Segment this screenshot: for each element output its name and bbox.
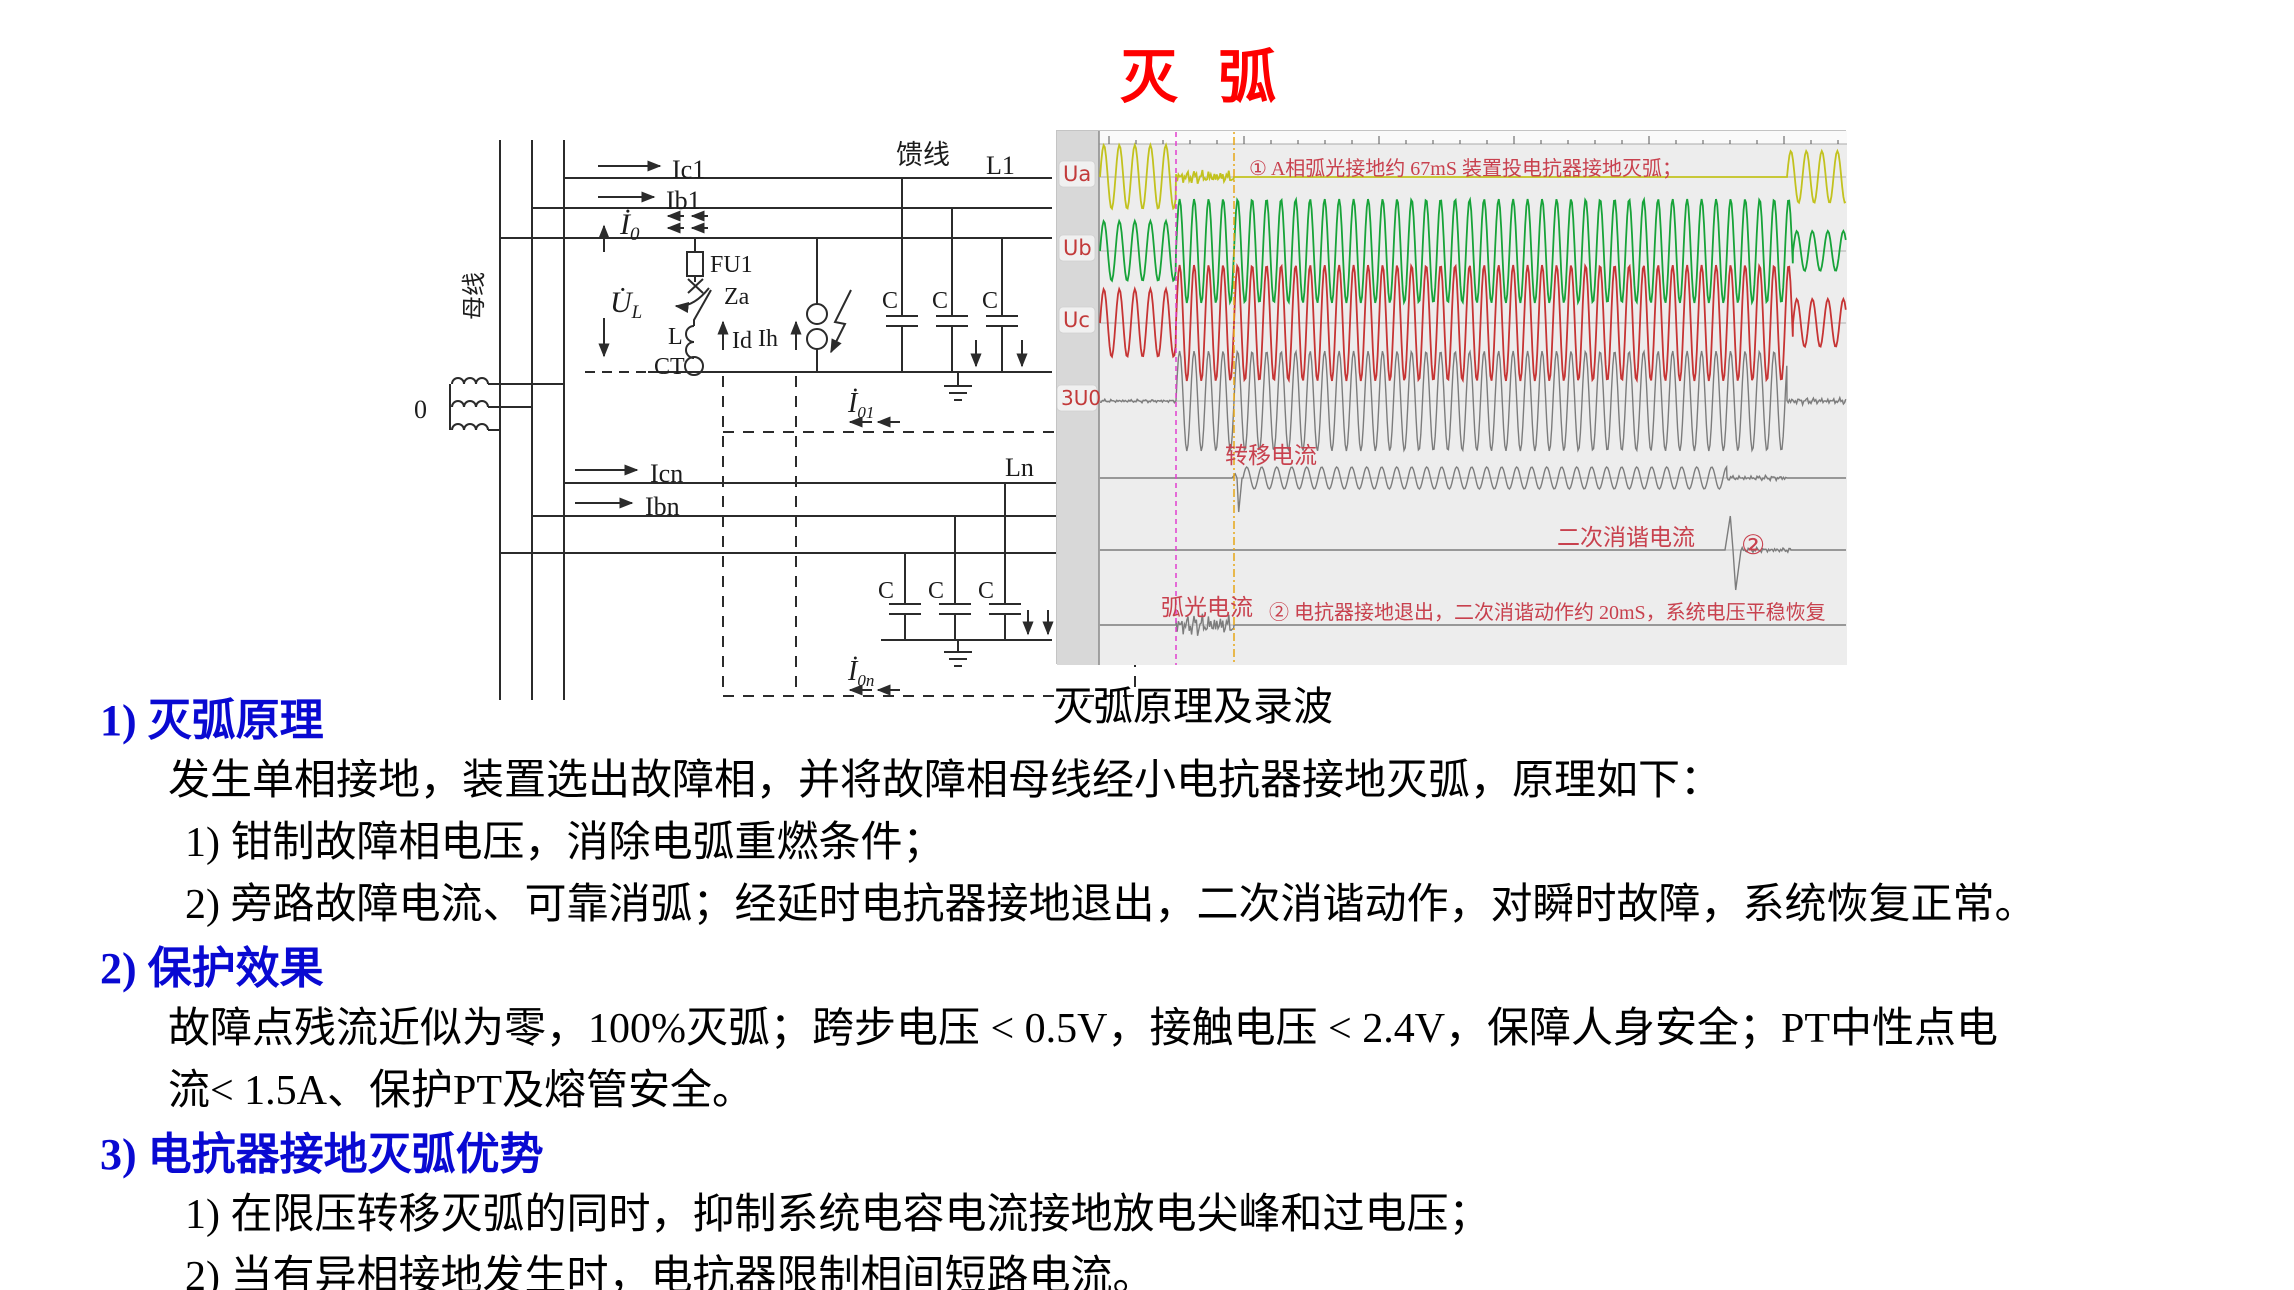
channel-label-Ub: Ub <box>1063 236 1092 260</box>
annotation-mark-2: ② <box>1741 530 1765 560</box>
current-arrows-feeder-n <box>575 464 639 509</box>
circuit-label-ic1: Ic1 <box>672 155 705 184</box>
circuit-label-ih: Ih <box>758 326 778 352</box>
circuit-label-fu1: FU1 <box>710 252 753 278</box>
circuit-label-c1a: C <box>882 288 898 314</box>
circuit-label-c2a: C <box>878 578 894 604</box>
circuit-label-c1c: C <box>982 288 998 314</box>
ground-symbol-2 <box>944 640 972 667</box>
circuit-label-c1b: C <box>932 288 948 314</box>
channel-label-chip <box>1058 160 1096 188</box>
slide-title: 灭 弧 <box>1120 43 1287 111</box>
channel-label-chip <box>1058 234 1096 262</box>
section-2-heading: 2) 保护效果 <box>100 944 324 993</box>
circuit-label-feeder-l1: L1 <box>986 151 1015 180</box>
channel-label-Ua: Ua <box>1063 162 1091 186</box>
circuit-label-za: Za <box>724 284 750 310</box>
id-ih-arrows <box>717 320 802 350</box>
section-2-line-1: 故障点残流近似为零，100%灭弧；跨步电压 < 0.5V，接触电压 < 2.4V… <box>168 1006 1999 1052</box>
circuit-label-id: Id <box>732 328 752 354</box>
trace-row6 <box>1100 515 1846 591</box>
circuit-label-i01: İ01 <box>847 388 874 422</box>
section-1-heading: 1) 灭弧原理 <box>100 696 324 745</box>
annotation-arc-current: 弧光电流 <box>1161 595 1253 620</box>
section-3-line-2: 2) 当有异相接地发生时，电抗器限制相间短路电流。 <box>185 1254 1155 1290</box>
circuit-label-c2c: C <box>978 578 994 604</box>
trace-row7 <box>1100 613 1846 636</box>
current-arrows-feeder-1 <box>598 160 708 234</box>
down-arrows-1 <box>970 340 1028 368</box>
circuit-label-ib1: Ib1 <box>666 186 701 215</box>
section-2-line-2: 流< 1.5A、保护PT及熔管安全。 <box>168 1068 755 1114</box>
trace-row5 <box>1100 464 1846 513</box>
notes-block: 1) 灭弧原理 发生单相接地，装置选出故障相，并将故障相母线经小电抗器接地灭弧，… <box>0 684 2294 1290</box>
capacitor-bank-1 <box>886 178 1018 372</box>
annotation-event-2: ② 电抗器接地退出，二次消谐动作约 20mS，系统电压平稳恢复 <box>1269 601 1826 624</box>
circuit-label-neutral-0: 0 <box>414 395 427 424</box>
channel-label-chip <box>1056 384 1098 412</box>
pt-branch <box>806 238 828 372</box>
capacitor-bank-2 <box>881 483 1052 641</box>
trace-3U0 <box>1099 349 1847 453</box>
channel-label-chip <box>1058 306 1096 334</box>
circuit-label-i0: İ0 <box>619 208 640 245</box>
circuit-label-l-coil: L <box>668 324 683 350</box>
annotation-secondary-suppression-current: 二次消谐电流 <box>1557 525 1695 550</box>
section-3-line-1: 1) 在限压转移灭弧的同时，抑制系统电容电流接地放电尖峰和过电压； <box>185 1192 1491 1238</box>
reactor-branch <box>674 238 712 376</box>
section-1-line-3: 2) 旁路故障电流、可靠消弧；经延时电抗器接地退出，二次消谐动作，对瞬时故障，系… <box>185 882 2037 928</box>
neutral-transformer <box>449 377 564 431</box>
circuit-label-ul: U̇L <box>610 286 642 323</box>
down-arrows-2 <box>1022 610 1054 636</box>
arc-fault-lightning-icon <box>830 289 852 354</box>
section-1-line-2: 1) 钳制故障相电压，消除电弧重燃条件； <box>185 820 945 866</box>
feeder-1-lines <box>500 177 1052 239</box>
circuit-label-ibn: Ibn <box>645 492 680 521</box>
circuit-label-c2b: C <box>928 578 944 604</box>
figure-caption: 灭弧原理及录波 <box>1053 684 1333 729</box>
bus-lines <box>499 140 565 700</box>
ground-symbol-1 <box>944 372 972 401</box>
annotation-transfer-current: 转移电流 <box>1225 443 1317 468</box>
time-ruler <box>1099 131 1847 144</box>
section-3-heading: 3) 电抗器接地灭弧优势 <box>100 1130 544 1179</box>
channel-label-3U0: 3U0 <box>1061 386 1101 410</box>
trace-Ua <box>1099 142 1847 211</box>
circuit-label-feeder-label: 馈线 <box>896 140 950 170</box>
circuit-label-icn: Icn <box>650 459 683 488</box>
feeder-n-lines <box>500 482 1060 554</box>
annotation-event-1: ① A相弧光接地约 67mS 装置投电抗器接地灭弧； <box>1249 157 1682 180</box>
circuit-label-ln: Ln <box>1005 453 1034 482</box>
trace-Ub <box>1099 196 1847 306</box>
circuit-label-busbar: 母线 <box>461 272 488 320</box>
trace-Uc <box>1099 262 1847 384</box>
circuit-label-ct: CT <box>654 354 685 380</box>
section-1-line-1: 发生单相接地，装置选出故障相，并将故障相母线经小电抗器接地灭弧，原理如下： <box>168 758 1723 804</box>
channel-label-Uc: Uc <box>1063 308 1090 332</box>
